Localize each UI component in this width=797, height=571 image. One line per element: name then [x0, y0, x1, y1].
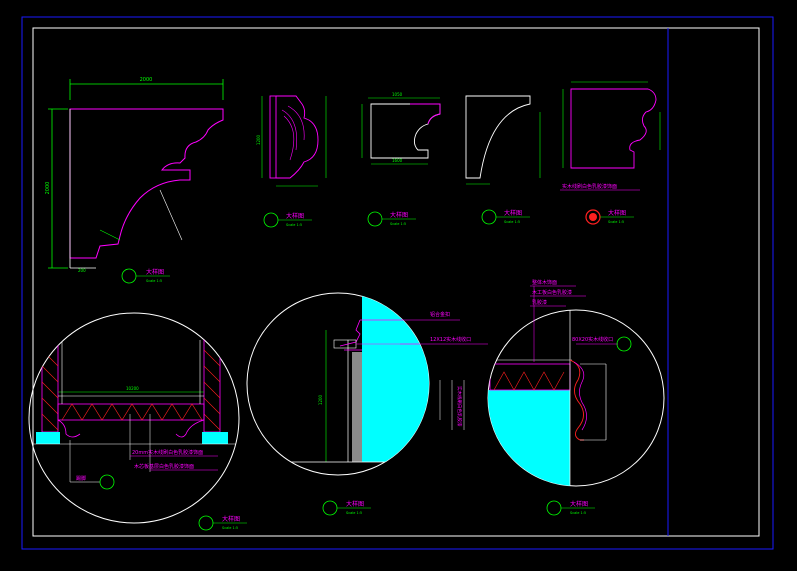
detail-4-title: 大样图 [504, 209, 522, 217]
c2-note1: 铝合金扣 [430, 311, 450, 318]
circle-detail-3-title: 大样图 [570, 500, 588, 508]
circle-detail-3-scale: Scale 1:5 [570, 511, 586, 515]
dim-c1-width: 10200 [126, 386, 139, 391]
detail-3-scale: Scale 1:5 [390, 222, 406, 226]
dim-height-2000: 2000 [45, 182, 51, 195]
detail-2-scale: Scale 1:5 [286, 223, 302, 227]
detail-5-scale: Scale 1:5 [608, 220, 624, 224]
dim-d3-1050: 1050 [392, 92, 403, 97]
detail-5-ogee: 实木线刷白色乳胶漆饰面 大样图 Scale 1:5 [560, 81, 661, 225]
detail-4-scale: Scale 1:5 [504, 220, 520, 224]
circle-detail-2-title: 大样图 [346, 500, 364, 508]
dim-d2-h: 1200 [256, 134, 261, 145]
c2-note2: 12X12实木线收口 [430, 336, 471, 343]
detail-2-moulding: 1200 大样图 Scale 1:5 [256, 95, 327, 228]
c1-callout [99, 474, 115, 490]
circle-detail-1: 10200 20mm实木线刷白色乳胶漆饰面 木芯板基层白色乳胶漆饰面 踢脚 大样… [28, 312, 247, 531]
c1-note2: 木芯板基层白色乳胶漆饰面 [134, 463, 194, 470]
c3-note4: 80X20实木线收口 [572, 336, 613, 343]
dim-d3-1600: 1600 [392, 158, 403, 163]
dim-c2-height: 1200 [318, 394, 323, 405]
c3-note2: 木工板白色乳胶漆 [532, 289, 572, 296]
circle-detail-3: 整体木饰面 木工板白色乳胶漆 乳胶漆 80X20实木线收口 大样图 Scale … [487, 279, 665, 516]
c2-vertical-note: 实木线刷白色乳胶漆 [456, 386, 463, 427]
outer-frame [21, 16, 774, 550]
circle-detail-2-scale: Scale 1:5 [346, 511, 362, 515]
c1-note3: 踢脚 [76, 475, 86, 482]
detail-1-scale: Scale 1:5 [146, 279, 162, 283]
inner-border [32, 27, 760, 537]
c3-note3: 乳胶漆 [532, 299, 547, 306]
circle-detail-1-title: 大样图 [222, 515, 240, 523]
c1-note1: 20mm实木线刷白色乳胶漆饰面 [132, 449, 203, 456]
detail-1-title: 大样图 [146, 268, 164, 276]
detail-3-cornice: 1050 1600 大样图 Scale 1:5 [361, 92, 441, 227]
c3-callout [616, 336, 632, 352]
dim-width-2000: 2000 [140, 77, 153, 83]
c3-note1: 整体木饰面 [532, 279, 557, 286]
detail-3-title: 大样图 [390, 211, 408, 219]
detail-5-note: 实木线刷白色乳胶漆饰面 [562, 183, 617, 190]
detail-5-title: 大样图 [608, 209, 626, 217]
detail-2-title: 大样图 [286, 212, 304, 220]
detail-1-bracket: 2000 2000 200 大样图 Scale 1:5 [45, 77, 224, 284]
dim-small-200: 200 [78, 268, 86, 273]
detail-4-arc: 大样图 Scale 1:5 [465, 95, 541, 225]
circle-detail-1-scale: Scale 1:5 [222, 526, 238, 530]
